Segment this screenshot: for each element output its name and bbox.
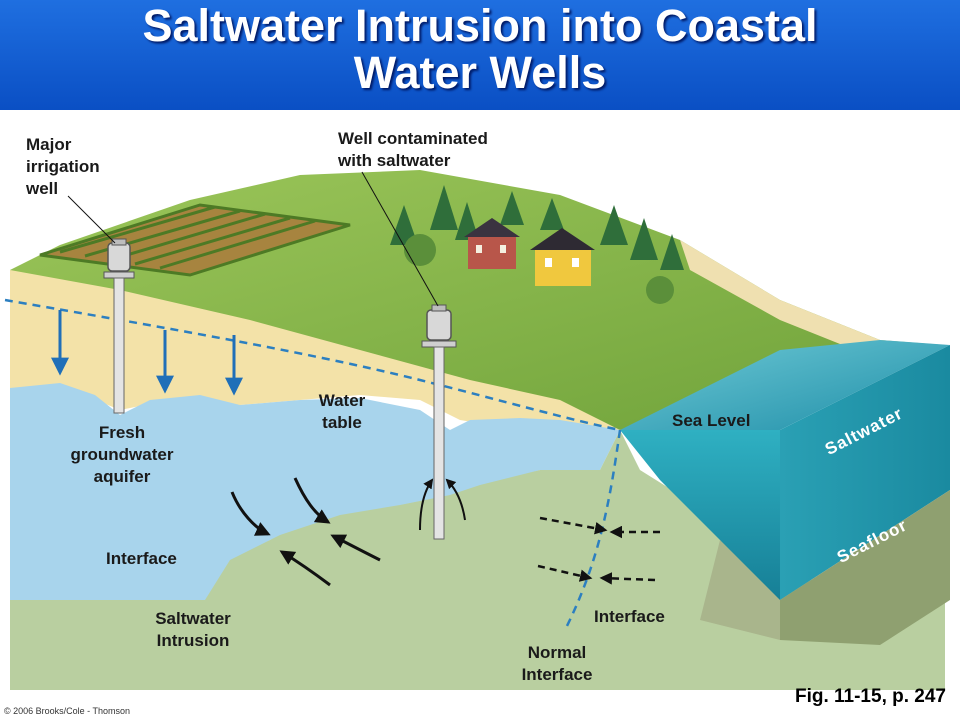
label-fresh-groundwater-aquifer: Fresh groundwater aquifer [52,422,192,488]
label-interface-left: Interface [106,549,177,568]
label-saltwater-word: Saltwater [155,609,231,628]
label-water: Water [318,391,366,410]
interface-arrow-4 [599,572,656,585]
saltwater-wedge [10,430,945,690]
label-well-contaminated: Well contaminated with saltwater [338,128,488,172]
intrusion-arrow-1 [230,491,271,536]
house-yellow [530,228,595,286]
label-well: well [26,179,59,198]
label-well-contaminated-line1: Well contaminated [338,129,488,148]
intrusion-arrow-4 [330,534,381,562]
sea-front-face [620,430,780,600]
intrusion-arrow-3 [279,550,331,587]
seafloor-front [700,540,780,640]
label-fresh: Fresh [98,423,146,442]
upconing-arrow-1 [419,478,434,531]
label-irrigation: irrigation [26,157,100,176]
title-line-2: Water Wells [353,47,607,98]
trees [390,185,684,304]
label-well-contaminated-line2: with saltwater [338,151,451,170]
saltwater-intrusion-diagram [4,170,950,690]
label-sea-level: Sea Level [672,411,751,430]
title-line-1: Saltwater Intrusion into Coastal [142,0,818,51]
label-normal-interface: Normal Interface [505,642,609,686]
label-intrusion-word: Intrusion [156,631,230,650]
sea-surface [620,340,950,430]
label-groundwater: groundwater [70,445,174,464]
water-table-line [4,298,621,432]
seafloor-side [780,490,950,645]
label-interface-right: Interface [594,607,665,626]
page-title: Saltwater Intrusion into Coastal Water W… [0,2,960,96]
title-banner: Saltwater Intrusion into Coastal Water W… [0,0,960,110]
interface-arrow-3 [537,564,593,582]
irrigation-well [103,238,135,414]
house-red [464,218,520,269]
label-saltwater-intrusion: Saltwater Intrusion [130,608,256,652]
label-normal: Normal [527,643,587,662]
label-water-table: Water table [300,390,384,434]
label-aquifer: aquifer [93,467,151,486]
leader-contaminated-well [361,171,439,307]
fresh-groundwater-aquifer [10,383,620,600]
contaminated-well [421,304,457,540]
copyright-notice: © 2006 Brooks/Cole - Thomson [4,706,131,716]
upconing-arrow-2 [445,478,466,521]
intrusion-arrow-2 [293,477,331,524]
label-major: Major [26,135,72,154]
label-table: table [322,413,362,432]
leader-irrigation-well [67,195,116,244]
figure-reference: Fig. 11-15, p. 247 [794,686,946,707]
sea-side-face [780,345,950,600]
label-interface-word: Interface [521,665,593,684]
label-major-irrigation-well: Major irrigation well [26,134,100,200]
